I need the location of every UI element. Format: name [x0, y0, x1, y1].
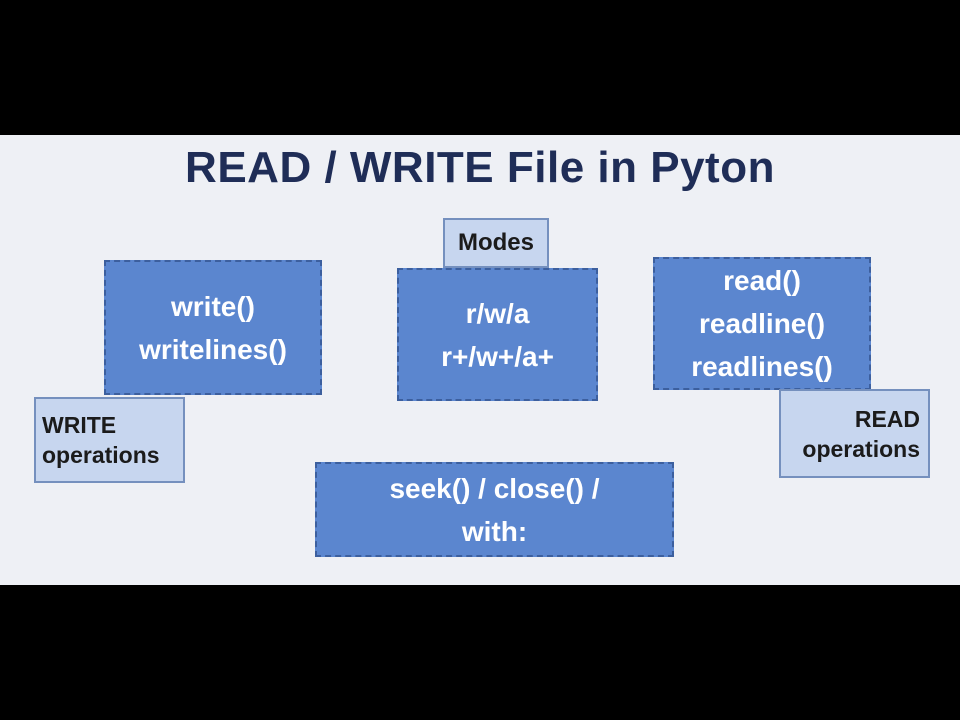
seek-close-with-box: seek() / close() / with: — [315, 462, 674, 557]
write-methods-box: write() writelines() — [104, 260, 322, 395]
modes-box: r/w/a r+/w+/a+ — [397, 268, 598, 401]
modes-tag-label: Modes — [457, 229, 534, 256]
writelines-method-label: writelines() — [139, 333, 287, 365]
seek-close-label: seek() / close() / — [389, 472, 600, 504]
with-label: with: — [461, 515, 528, 547]
readlines-method-label: readlines() — [691, 351, 833, 382]
write-operations-tag: WRITE operations — [34, 397, 185, 483]
write-tag-line-1: WRITE — [42, 412, 117, 438]
read-method-label: read() — [723, 265, 801, 296]
plus-modes-label: r+/w+/a+ — [441, 340, 554, 372]
write-method-label: write() — [171, 290, 255, 322]
read-operations-tag: READ operations — [779, 389, 930, 478]
read-methods-box: read() readline() readlines() — [653, 257, 871, 390]
read-tag-line-1: READ — [854, 405, 920, 432]
modes-tag: Modes — [443, 218, 549, 268]
write-tag-line-2: operations — [42, 442, 160, 468]
read-tag-line-2: operations — [802, 435, 920, 462]
basic-modes-label: r/w/a — [465, 297, 530, 329]
slide-title: READ / WRITE File in Pyton — [185, 143, 775, 192]
readline-method-label: readline() — [698, 308, 826, 339]
